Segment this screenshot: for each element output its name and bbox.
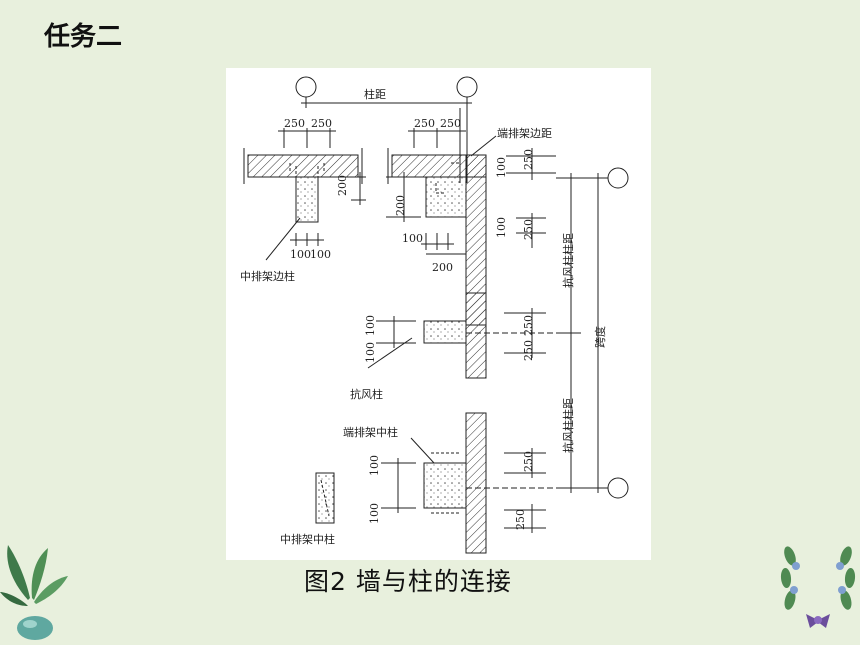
dim-200-c: 200 <box>394 195 407 216</box>
slide-title: 任务二 <box>44 22 123 52</box>
dim-250-c: 250 <box>414 117 435 130</box>
wall-segment-top-left <box>247 154 359 178</box>
wall-column-connection-diagram: 柱距 250 250 250 250 端排架边距 100 100 中排架边柱 1… <box>240 76 629 554</box>
dim-100-e: 100 <box>495 217 508 238</box>
dim-100-h: 100 <box>368 455 381 476</box>
label-wind-column-spacing-lower: 抗风柱柱距 <box>561 398 575 453</box>
dim-100-d: 100 <box>495 157 508 178</box>
axis-circle-top-right <box>456 76 478 98</box>
label-middle-frame-edge-column: 中排架边柱 <box>240 269 295 283</box>
label-wind-column: 抗风柱 <box>350 387 383 401</box>
column-end-frame-middle <box>423 462 467 509</box>
column-middle-frame-middle <box>315 472 335 524</box>
label-end-frame-middle-column: 端排架中柱 <box>343 425 398 439</box>
dim-250-f: 250 <box>522 219 535 240</box>
dim-250-e: 250 <box>522 149 535 170</box>
plant-decoration-icon <box>0 545 68 640</box>
dim-100-b: 100 <box>310 248 331 261</box>
dim-100-a: 100 <box>290 248 311 261</box>
dim-250-h: 250 <box>522 340 535 361</box>
gable-wall-middle <box>465 292 487 379</box>
dim-100-f: 100 <box>364 315 377 336</box>
label-wind-column-spacing-upper: 抗风柱柱距 <box>561 233 575 288</box>
dim-250-j: 250 <box>514 509 527 530</box>
label-end-frame-edge-distance: 端排架边距 <box>497 126 552 140</box>
dim-250-d: 250 <box>440 117 461 130</box>
axis-circle-right-top <box>607 167 629 189</box>
dim-100-i: 100 <box>368 503 381 524</box>
label-span: 跨度 <box>593 326 607 348</box>
dim-250-i: 250 <box>522 451 535 472</box>
column-wind <box>423 320 467 344</box>
dim-200-b: 200 <box>432 261 453 274</box>
wreath-decoration-icon <box>780 546 856 628</box>
label-middle-frame-middle-column: 中排架中柱 <box>280 532 335 546</box>
figure-caption: 图2 墙与柱的连接 <box>304 567 512 596</box>
dim-100-g: 100 <box>364 342 377 363</box>
label-column-spacing: 柱距 <box>364 87 386 101</box>
dim-250-a: 250 <box>284 117 305 130</box>
dim-250-g: 250 <box>522 315 535 336</box>
dim-200-a: 200 <box>336 175 349 196</box>
dim-100-c: 100 <box>402 232 423 245</box>
column-middle-frame-edge <box>295 176 319 223</box>
column-end-frame-edge <box>425 176 467 218</box>
dim-250-b: 250 <box>311 117 332 130</box>
axis-circle-top-left <box>295 76 317 98</box>
axis-circle-right-bottom <box>607 477 629 499</box>
gable-wall-bottom <box>465 412 487 554</box>
figure-panel: 柱距 250 250 250 250 端排架边距 100 100 中排架边柱 1… <box>226 68 651 560</box>
